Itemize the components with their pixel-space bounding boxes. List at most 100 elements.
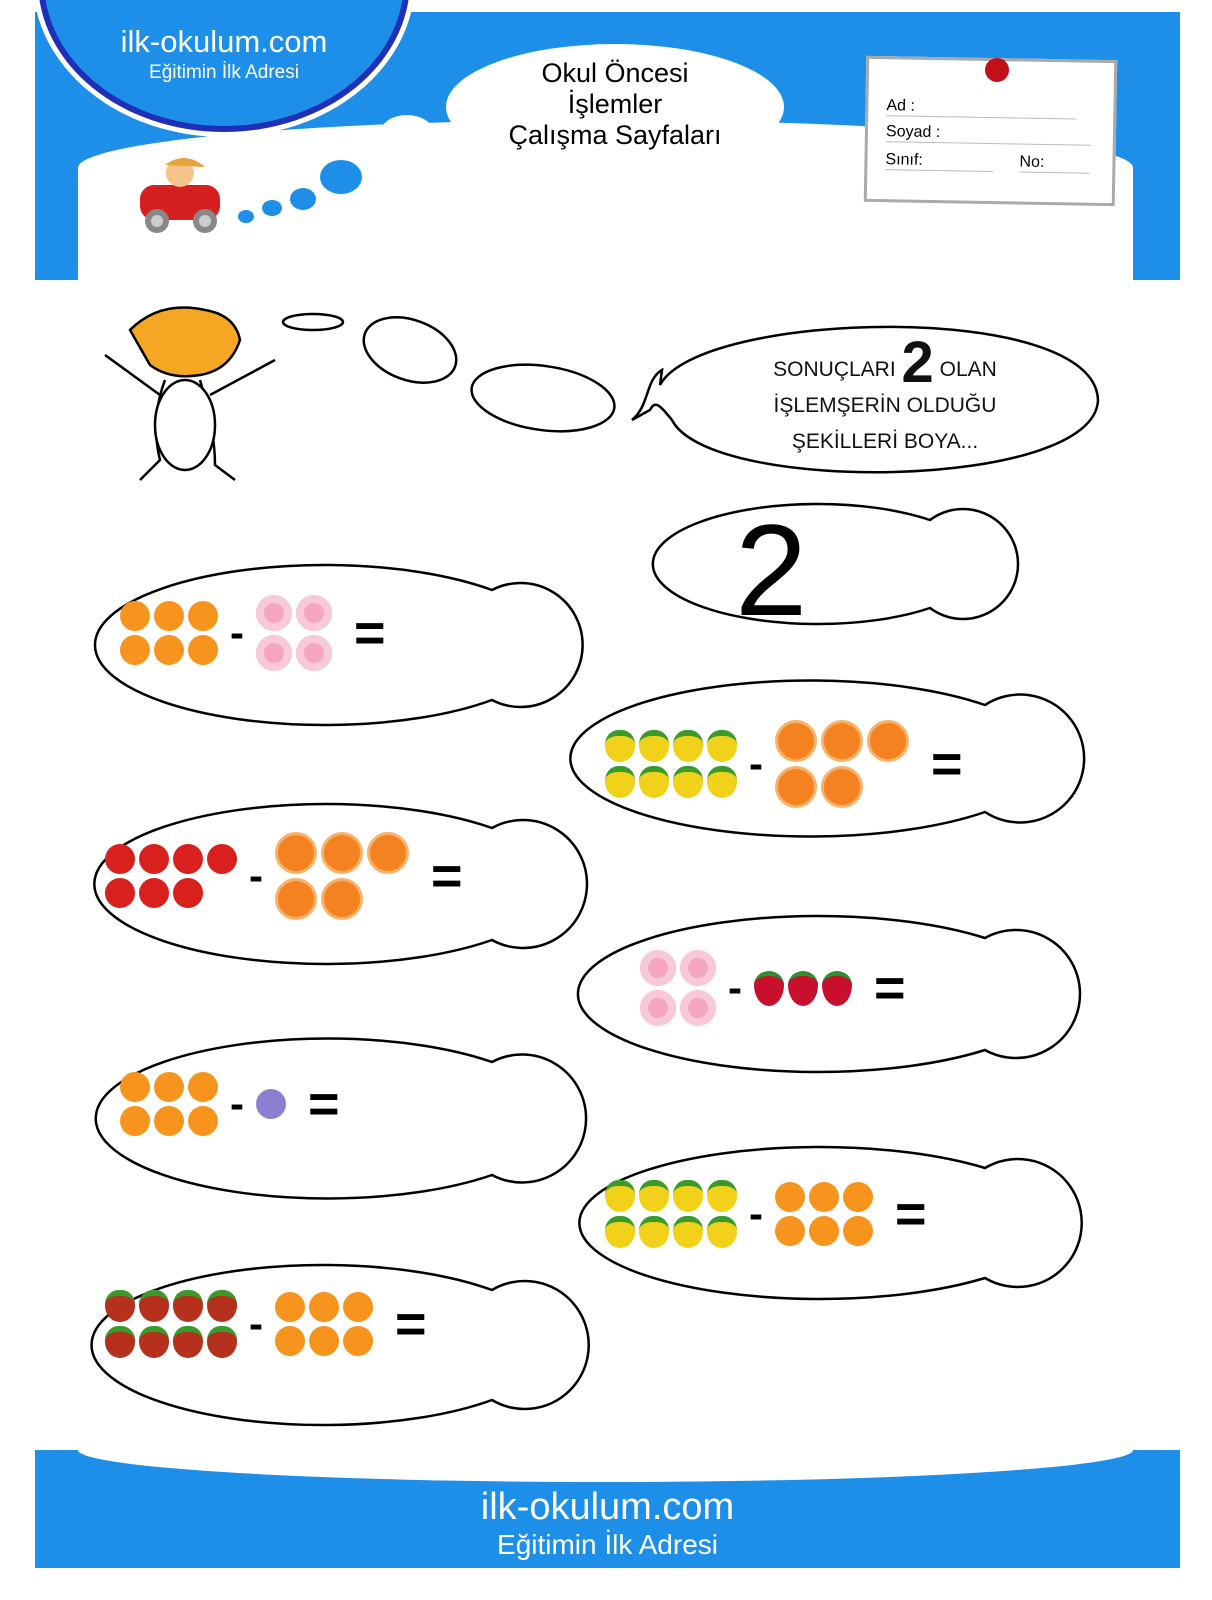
- minus-sign: -: [749, 740, 763, 787]
- title-line: İşlemler: [567, 89, 663, 119]
- pineapple-red-icon: [173, 1290, 203, 1322]
- pineapple-icon: [707, 766, 737, 798]
- left-fruit-group: [605, 1180, 737, 1248]
- jug-icon: [775, 766, 817, 808]
- orange-icon: [120, 601, 150, 631]
- left-fruit-group: [605, 730, 737, 798]
- fish-outlines: [90, 502, 1086, 1427]
- orange-icon: [154, 635, 184, 665]
- equals-sign: =: [874, 958, 906, 1018]
- thought-bubble: [470, 363, 616, 433]
- strawberry-icon: [788, 970, 818, 1006]
- pushpin-icon: [985, 58, 1009, 82]
- pineapple-icon: [639, 1180, 669, 1212]
- left-fruit-group: [105, 1290, 237, 1358]
- car-driver-illustration: [140, 157, 220, 233]
- orange-icon: [188, 601, 218, 631]
- subtraction-problem[interactable]: -=: [105, 832, 463, 920]
- title-line: Çalışma Sayfaları: [508, 120, 722, 150]
- instruction-part: SONUÇLARI: [773, 358, 896, 381]
- equals-sign: =: [354, 603, 386, 663]
- donut-icon: [680, 950, 716, 986]
- jug-icon: [321, 832, 363, 874]
- title-cloud: Okul Öncesi İşlemler Çalışma Sayfaları: [450, 48, 780, 166]
- thought-bubble: [362, 316, 458, 384]
- title-line: Okul Öncesi: [541, 58, 689, 88]
- pineapple-icon: [605, 766, 635, 798]
- orange-icon: [188, 1106, 218, 1136]
- left-fruit-group: [120, 1072, 218, 1136]
- subtraction-problem[interactable]: -=: [605, 720, 963, 808]
- instruction-line: ŞEKİLLERİ BOYA...: [791, 430, 979, 453]
- right-fruit-group: [256, 595, 332, 671]
- subtraction-problem[interactable]: -=: [605, 1180, 927, 1248]
- instruction-line: İŞLEMŞERİN OLDUĞU: [773, 394, 997, 417]
- pineapple-icon: [605, 1216, 635, 1248]
- subtraction-problem[interactable]: -=: [120, 595, 386, 671]
- donut-icon: [296, 595, 332, 631]
- strawberry-icon: [754, 970, 784, 1006]
- equals-sign: =: [931, 734, 963, 794]
- pineapple-icon: [639, 730, 669, 762]
- pineapple-icon: [673, 1180, 703, 1212]
- orange-icon: [843, 1216, 873, 1246]
- logo-site: ilk-okulum.com: [120, 24, 328, 59]
- jug-icon: [275, 832, 317, 874]
- orange-icon: [775, 1216, 805, 1246]
- minus-sign: -: [249, 1300, 263, 1347]
- thought-dot: [238, 210, 254, 223]
- footer-site: ilk-okulum.com: [480, 1486, 735, 1528]
- target-fish-number: 2: [735, 497, 808, 643]
- target-number: 2: [901, 330, 934, 395]
- right-fruit-group: [256, 1089, 286, 1119]
- orange-icon: [275, 1292, 305, 1322]
- subtraction-problem[interactable]: -=: [120, 1072, 340, 1136]
- left-fruit-group: [120, 601, 218, 665]
- tomato-icon: [139, 844, 169, 874]
- strawberry-icon: [822, 970, 852, 1006]
- equals-sign: =: [431, 846, 463, 906]
- orange-icon: [809, 1216, 839, 1246]
- orange-icon: [120, 1072, 150, 1102]
- pineapple-red-icon: [207, 1326, 237, 1358]
- orange-icon: [120, 1106, 150, 1136]
- jug-icon: [367, 832, 409, 874]
- jug-icon: [275, 878, 317, 920]
- orange-icon: [120, 635, 150, 665]
- right-fruit-group: [775, 720, 909, 808]
- right-fruit-group: [275, 1292, 373, 1356]
- minus-sign: -: [728, 964, 742, 1011]
- orange-icon: [275, 1326, 305, 1356]
- pineapple-icon: [707, 730, 737, 762]
- subtraction-problem[interactable]: -=: [640, 950, 906, 1026]
- jug-icon: [321, 878, 363, 920]
- orange-icon: [188, 635, 218, 665]
- pineapple-icon: [707, 1180, 737, 1212]
- tomato-icon: [105, 878, 135, 908]
- instruction-part: OLAN: [939, 358, 997, 381]
- pineapple-red-icon: [173, 1326, 203, 1358]
- orange-icon: [154, 601, 184, 631]
- donut-icon: [256, 635, 292, 671]
- donut-icon: [296, 635, 332, 671]
- left-fruit-group: [105, 844, 237, 908]
- pineapple-icon: [673, 1216, 703, 1248]
- orange-icon: [809, 1182, 839, 1212]
- thought-dot: [262, 200, 282, 216]
- jug-icon: [775, 720, 817, 762]
- pineapple-red-icon: [207, 1290, 237, 1322]
- orange-icon: [188, 1072, 218, 1102]
- right-fruit-group: [775, 1182, 873, 1246]
- pineapple-red-icon: [105, 1290, 135, 1322]
- subtraction-problem[interactable]: -=: [105, 1290, 427, 1358]
- cloud-puff: [378, 115, 436, 159]
- jug-icon: [821, 766, 863, 808]
- thought-dot: [290, 188, 316, 210]
- tomato-icon: [105, 844, 135, 874]
- orange-icon: [154, 1072, 184, 1102]
- minus-sign: -: [249, 852, 263, 899]
- pineapple-icon: [639, 1216, 669, 1248]
- tomato-icon: [139, 878, 169, 908]
- pineapple-icon: [605, 730, 635, 762]
